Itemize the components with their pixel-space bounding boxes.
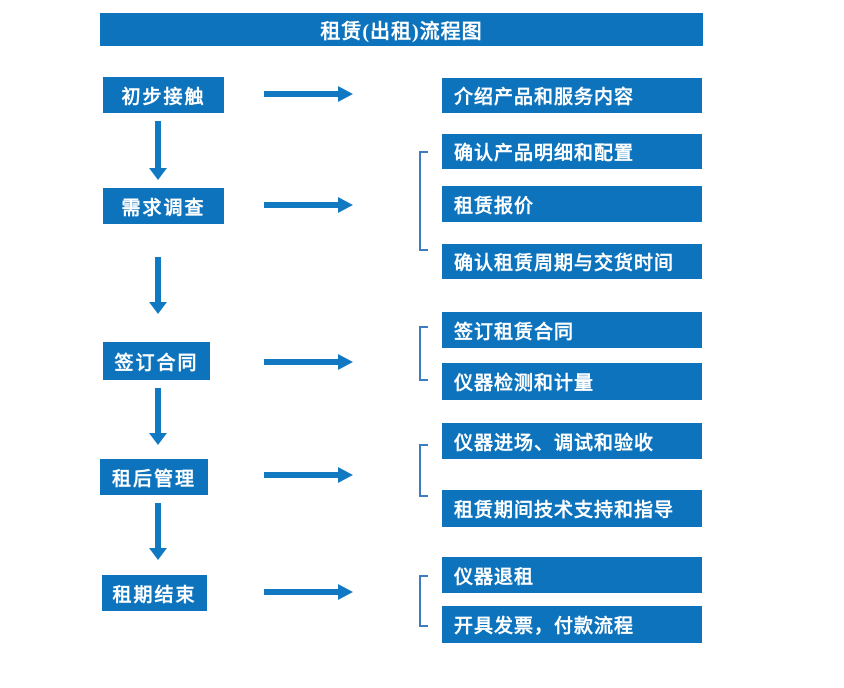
stage-box-initial-contact: 初步接触 xyxy=(103,77,224,113)
arrow-shaft xyxy=(155,121,161,168)
arrow-head-icon xyxy=(338,86,353,102)
detail-box-technical-support: 租赁期间技术支持和指导 xyxy=(442,490,702,527)
bracket-group-post-rental xyxy=(419,444,428,497)
arrow-down-stage-3-4 xyxy=(149,388,167,445)
arrow-right-stage-1 xyxy=(264,86,353,102)
detail-box-instrument-testing: 仪器检测和计量 xyxy=(442,363,702,400)
arrow-down-stage-1-2 xyxy=(149,121,167,180)
arrow-shaft xyxy=(264,359,338,365)
arrow-right-stage-2 xyxy=(264,197,353,213)
arrow-head-icon xyxy=(338,354,353,370)
detail-box-confirm-product-details: 确认产品明细和配置 xyxy=(442,134,702,169)
arrow-head-icon xyxy=(149,168,167,180)
arrow-head-icon xyxy=(338,467,353,483)
stage-box-post-rental-management: 租后管理 xyxy=(100,459,208,495)
arrow-down-stage-4-5 xyxy=(149,503,167,560)
arrow-shaft xyxy=(155,388,161,433)
detail-box-instrument-setup-acceptance: 仪器进场、调试和验收 xyxy=(442,423,702,459)
arrow-shaft xyxy=(264,202,338,208)
arrow-head-icon xyxy=(149,302,167,314)
stage-box-rental-end: 租期结束 xyxy=(102,575,207,611)
detail-box-invoice-payment: 开具发票，付款流程 xyxy=(442,606,702,643)
detail-box-instrument-return: 仪器退租 xyxy=(442,557,702,593)
bracket-group-sign-contract xyxy=(419,326,428,381)
arrow-right-stage-3 xyxy=(264,354,353,370)
arrow-shaft xyxy=(264,472,338,478)
arrow-shaft xyxy=(155,257,161,302)
arrow-head-icon xyxy=(149,548,167,560)
stage-box-sign-contract: 签订合同 xyxy=(103,342,210,380)
bracket-group-rental-end xyxy=(419,575,428,627)
arrow-down-stage-2-3 xyxy=(149,257,167,314)
flowchart-title: 租赁(出租)流程图 xyxy=(100,13,703,46)
arrow-right-stage-5 xyxy=(264,584,353,600)
stage-box-demand-survey: 需求调查 xyxy=(103,188,224,224)
arrow-shaft xyxy=(264,589,338,595)
bracket-group-demand-survey xyxy=(419,151,428,251)
arrow-right-stage-4 xyxy=(264,467,353,483)
detail-box-introduce-products: 介绍产品和服务内容 xyxy=(442,78,702,113)
detail-box-confirm-rental-period: 确认租赁周期与交货时间 xyxy=(442,244,702,279)
arrow-shaft xyxy=(264,91,338,97)
arrow-shaft xyxy=(155,503,161,548)
detail-box-sign-rental-contract: 签订租赁合同 xyxy=(442,312,702,348)
arrow-head-icon xyxy=(338,584,353,600)
detail-box-rental-quotation: 租赁报价 xyxy=(442,186,702,222)
arrow-head-icon xyxy=(149,433,167,445)
arrow-head-icon xyxy=(338,197,353,213)
